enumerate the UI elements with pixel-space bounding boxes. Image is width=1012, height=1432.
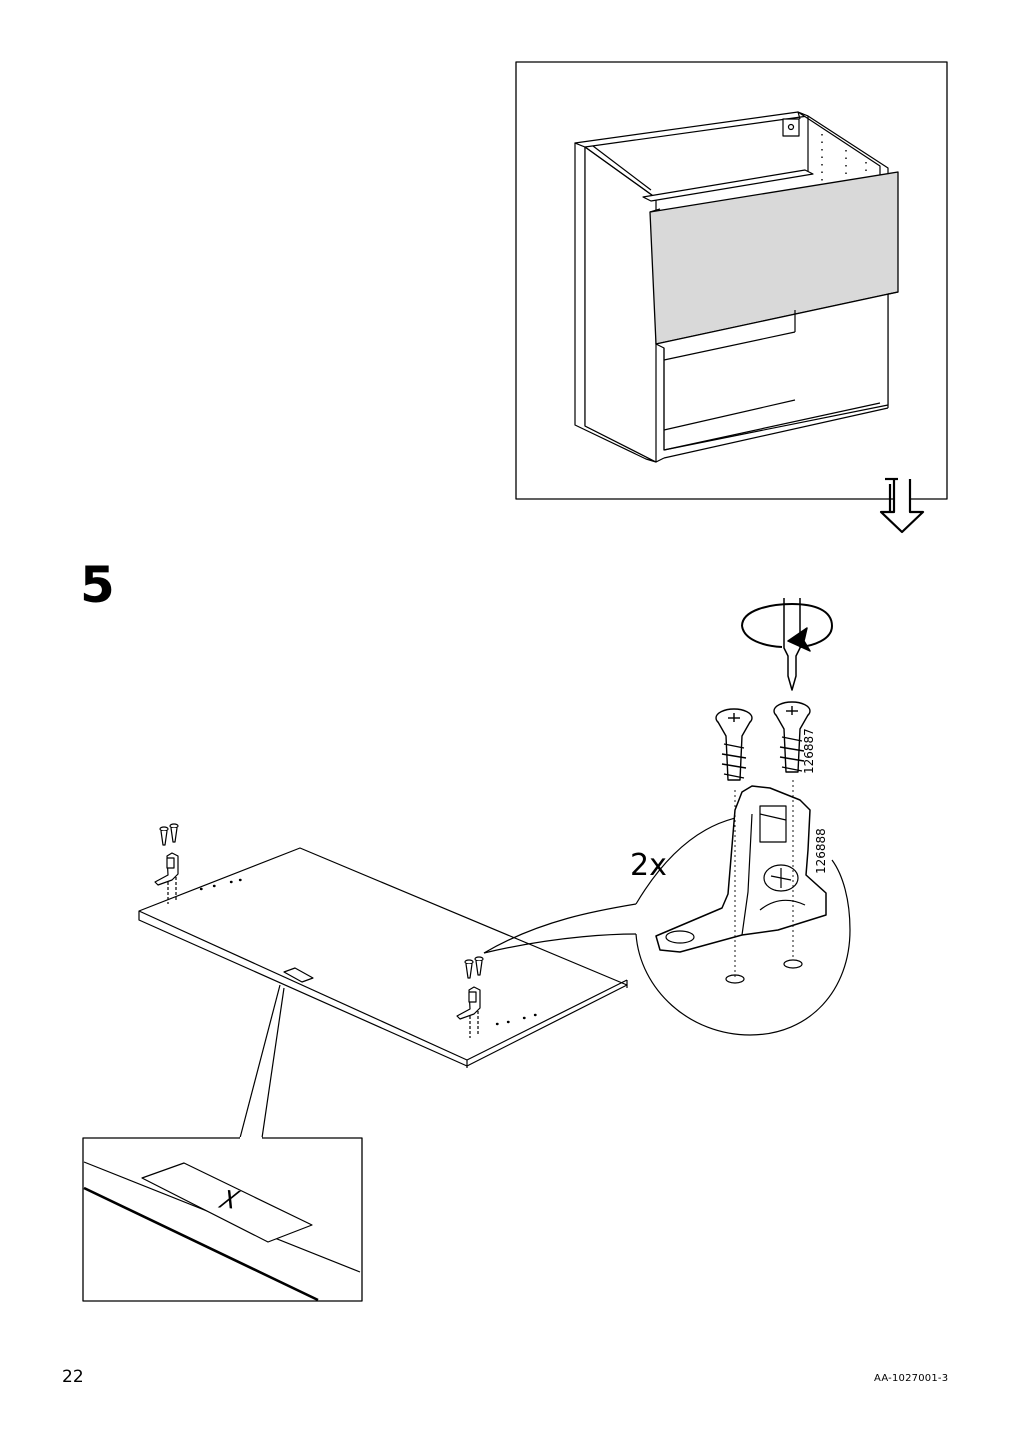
screwdriver-rotate-icon (741, 598, 833, 691)
cabinet-inset (515, 61, 948, 500)
bottom-panel-illustration (138, 847, 628, 1068)
right-bracket (456, 956, 484, 1038)
screw-part-number: 126887 (802, 728, 816, 774)
document-id: AA-1027001-3 (874, 1373, 949, 1384)
screw-icon (773, 701, 811, 773)
step-number: 5 (80, 556, 115, 614)
screw-icon (159, 823, 179, 846)
quantity-label: 2x (630, 848, 667, 883)
cabinet-illustration (574, 111, 899, 463)
left-bracket (154, 823, 179, 904)
bracket-detail (635, 701, 851, 1036)
next-step-arrow-icon (879, 477, 925, 534)
marking-zoom-inset (82, 984, 363, 1302)
page-number: 22 (62, 1367, 84, 1387)
screw-icon (464, 956, 484, 979)
bracket-part-number: 126888 (814, 828, 828, 874)
screw-icon (715, 708, 753, 781)
